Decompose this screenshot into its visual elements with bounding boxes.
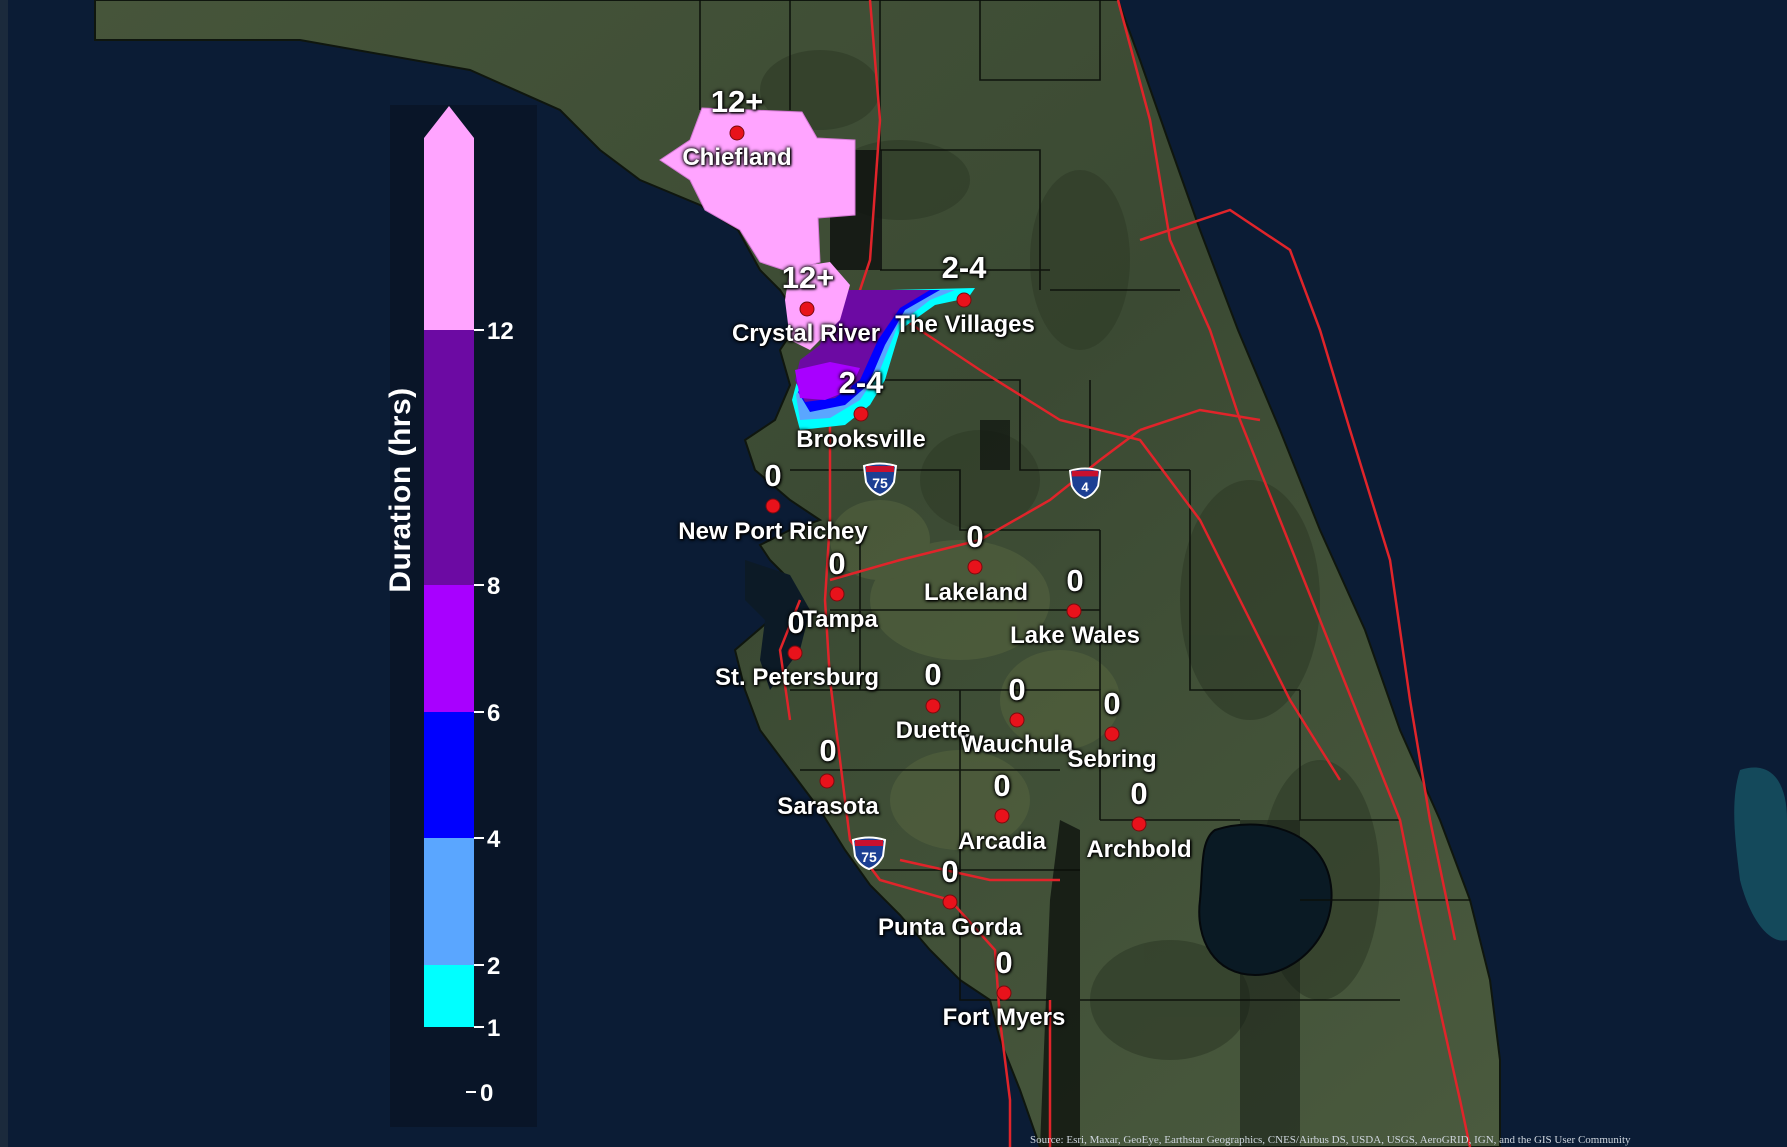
city-name: Tampa (802, 606, 878, 633)
city-name: Lake Wales (1010, 622, 1140, 649)
interstate-shield-icon: 75 (862, 462, 898, 496)
duration-value: 12+ (710, 84, 764, 119)
city-name: Fort Myers (942, 1004, 1066, 1031)
duration-value: 0 (1103, 686, 1121, 721)
duration-value: 2-4 (838, 365, 884, 400)
interstate-shield-icon: 4 (1068, 467, 1102, 499)
city-name: Chiefland (682, 144, 792, 171)
legend-tick-label: 6 (487, 700, 501, 727)
duration-value: 2-4 (941, 250, 987, 285)
highway-number: 75 (872, 475, 888, 491)
city-name: Duette (895, 717, 971, 744)
highway-number: 4 (1081, 479, 1089, 494)
city-name: Sarasota (777, 793, 879, 820)
city-name: Arcadia (957, 828, 1047, 855)
duration-value: 12+ (781, 260, 835, 295)
shade-area (980, 420, 1010, 470)
duration-value: 0 (1066, 563, 1084, 598)
duration-value: 0 (924, 657, 942, 692)
florida-land (94, 0, 1501, 1147)
duration-value: 0 (1130, 776, 1148, 811)
duration-area-12plus-crystal-river (785, 262, 850, 350)
city-name: Sebring (1067, 746, 1157, 773)
edge-strip (0, 0, 8, 1147)
city-name: Crystal River (731, 320, 881, 347)
duration-value: 0 (941, 854, 959, 889)
city-name: Lakeland (923, 579, 1029, 606)
interstate-shield-icon: 75 (851, 836, 887, 870)
duration-value: 0 (966, 519, 984, 554)
bahamas-shoal (1734, 767, 1787, 941)
duration-value: 0 (1008, 672, 1026, 707)
legend-tick-label: 1 (487, 1015, 501, 1042)
duration-value: 0 (819, 733, 837, 768)
highway-number: 75 (861, 849, 877, 865)
legend-tick-label: 12 (487, 318, 514, 345)
duration-area-6-8 (795, 362, 860, 400)
city-name: Punta Gorda (877, 914, 1023, 941)
legend-title: Duration (hrs) (384, 387, 417, 593)
duration-value: 0 (995, 945, 1013, 980)
legend-tick-label: 0 (480, 1080, 494, 1107)
city-name: The Villages (895, 311, 1035, 338)
city-name: Brooksville (796, 426, 926, 453)
city-name: Wauchula (960, 731, 1074, 758)
duration-value: 0 (787, 605, 805, 640)
city-name: New Port Richey (678, 518, 868, 545)
legend-tick-label: 2 (487, 953, 501, 980)
city-name: St. Petersburg (714, 664, 880, 691)
duration-value: 0 (993, 768, 1011, 803)
legend-tick-label: 4 (487, 826, 501, 853)
lake-okeechobee (1198, 823, 1333, 977)
county-lines (699, 0, 1470, 1001)
legend-tick-label: 8 (487, 573, 501, 600)
map-attribution: Source: Esri, Maxar, GeoEye, Earthstar G… (1030, 1134, 1631, 1146)
city-name: Archbold (1086, 836, 1192, 863)
duration-value: 0 (764, 458, 782, 493)
duration-value: 0 (828, 546, 846, 581)
